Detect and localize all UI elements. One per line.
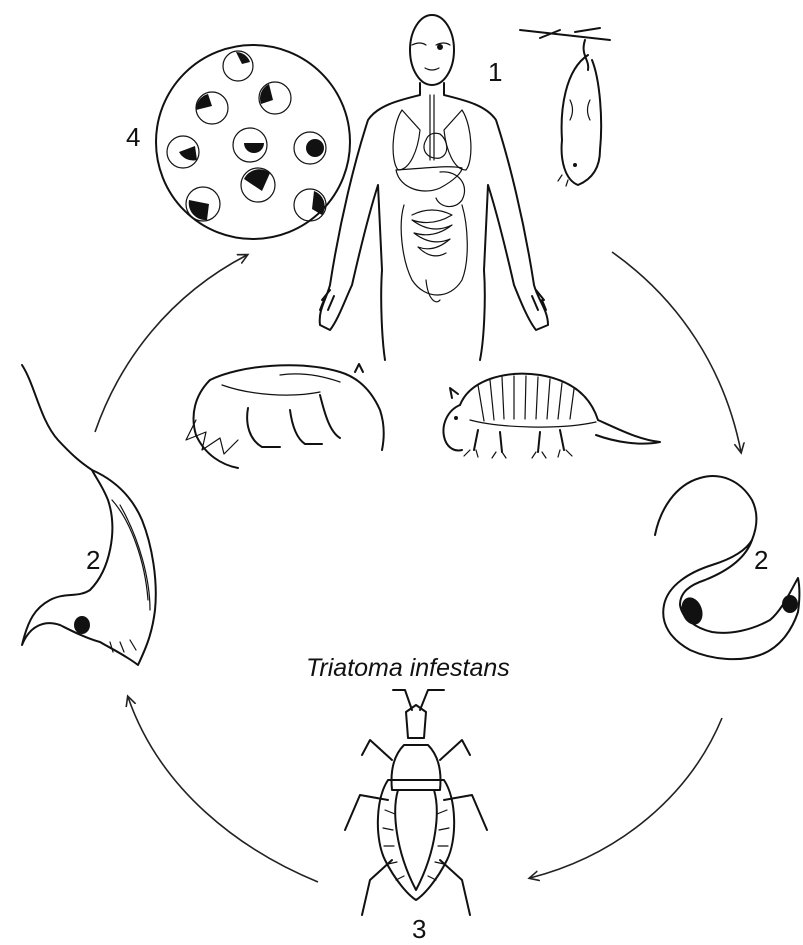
anteater-host: [186, 364, 384, 468]
trypomastigote-left: [22, 365, 156, 665]
stage-2-right-label: 2: [754, 545, 768, 575]
amastigote-cells: [167, 51, 326, 221]
amastigote-circle: [156, 45, 350, 239]
arrow-to-left-trypomastigote: [128, 697, 318, 882]
arrow-to-vector: [530, 718, 722, 878]
vector-species-label: Triatoma infestans: [306, 654, 510, 682]
arrow-to-amastigotes: [95, 255, 247, 432]
trypomastigote-right: [655, 476, 800, 659]
stage-1-label: 1: [488, 57, 502, 87]
human-host-figure: [320, 15, 548, 360]
triatoma-bug: [345, 690, 487, 915]
opossum-host: [520, 28, 610, 186]
stage-2-left-label: 2: [86, 545, 100, 575]
armadillo-host: [443, 374, 660, 458]
arrow-to-right-trypomastigote: [612, 252, 741, 452]
stage-4-label: 4: [126, 122, 140, 152]
cycle-arrows: [95, 252, 741, 882]
stage-3-label: 3: [412, 914, 426, 944]
human-organs: [393, 95, 471, 302]
